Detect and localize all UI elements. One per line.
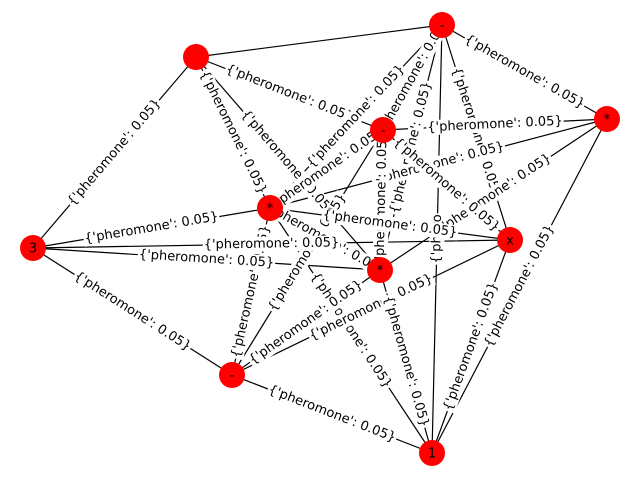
node-n_star_l: * [257, 195, 283, 221]
edge-label-background [202, 235, 341, 253]
edge-label-background [222, 61, 357, 126]
node-label: * [604, 113, 611, 128]
node-circle [429, 12, 455, 38]
node-circle [370, 117, 396, 143]
node-n_star_c: * [367, 257, 393, 283]
edge-label-background [70, 268, 195, 355]
edge-label-group: {'pheromone': 0.05} [70, 268, 195, 355]
node-n_right: * [594, 106, 620, 132]
nodes-layer: - * - * 3 x * - 1 [20, 12, 620, 466]
edge-label: {'pheromone': 0.05} [380, 294, 431, 428]
edge-label-group: {'pheromone': 0.05} [379, 293, 433, 430]
node-n_1: 1 [419, 440, 445, 466]
node-circle [367, 257, 393, 283]
node-n_tl [183, 44, 209, 70]
node-label: * [377, 264, 384, 279]
edge-label-group: {'pheromone': 0.05} [202, 235, 341, 253]
edge-label-background [372, 131, 391, 269]
edge-label-group: {'pheromone': 0.05} [64, 95, 165, 210]
edge-n_tl-n_top [195, 24, 443, 58]
node-label: - [230, 369, 235, 384]
node-label: - [381, 124, 386, 139]
edge-label: {'pheromone': 0.05} [427, 114, 563, 136]
edge-label-background [265, 382, 399, 446]
edge-label: {'pheromone': 0.05} [266, 382, 398, 445]
node-circle [594, 106, 620, 132]
edge-label-background [137, 247, 276, 271]
node-n_x: x [497, 227, 523, 253]
edge-label-background [440, 279, 502, 414]
edge-label-background [461, 31, 588, 113]
edge-label: {'pheromone': 0.05} [462, 32, 587, 112]
edge-label-background [265, 123, 388, 215]
edge-label-background [389, 134, 504, 236]
edge-label: {'pheromone': 0.05} [83, 209, 219, 246]
edge-label-background [305, 270, 437, 345]
node-circle [257, 195, 283, 221]
edge-label-background [303, 61, 409, 172]
node-n_3: 3 [20, 235, 46, 261]
edge-label-background [432, 150, 555, 239]
node-n_top: - [429, 12, 455, 38]
node-circle [183, 44, 209, 70]
edge-label-background [196, 67, 270, 198]
node-label: x [506, 234, 514, 249]
edge-label: {'pheromone': 0.05} [204, 235, 340, 252]
node-label: 3 [29, 242, 37, 257]
node-n_bl: - [219, 362, 245, 388]
edge-label-background [237, 106, 339, 221]
edge-label-group: {'pheromone': 0.05} [372, 131, 391, 269]
edge-label-background [320, 207, 460, 241]
node-label: - [440, 19, 445, 34]
node-circle [497, 227, 523, 253]
node-label: * [267, 202, 274, 217]
edge-label-background [480, 221, 559, 351]
node-circle [419, 440, 445, 466]
edge-label: {'pheromone': 0.05} [373, 132, 391, 268]
edge-label-background [425, 113, 565, 136]
edge-label-group: {'pheromone': 0.05} [461, 31, 588, 113]
node-label: 1 [428, 447, 436, 462]
edge-label-background [82, 209, 221, 247]
node-circle [219, 362, 245, 388]
node-n_mid: - [370, 117, 396, 143]
edge-label-background [370, 138, 507, 189]
edge-label: {'pheromone': 0.05} [71, 269, 193, 355]
edge-label-background [245, 276, 367, 369]
edge-label-background [64, 95, 165, 210]
node-circle [20, 235, 46, 261]
edge-label-group: {'pheromone': 0.05} [265, 382, 399, 446]
edge-label-background [372, 13, 453, 142]
edge-label-background [379, 293, 433, 430]
edge-label-group: {'pheromone': 0.05} [82, 209, 221, 247]
edge-label-group: {'pheromone': 0.05} [425, 113, 565, 136]
edge-label: {'pheromone': 0.05} [65, 96, 164, 209]
